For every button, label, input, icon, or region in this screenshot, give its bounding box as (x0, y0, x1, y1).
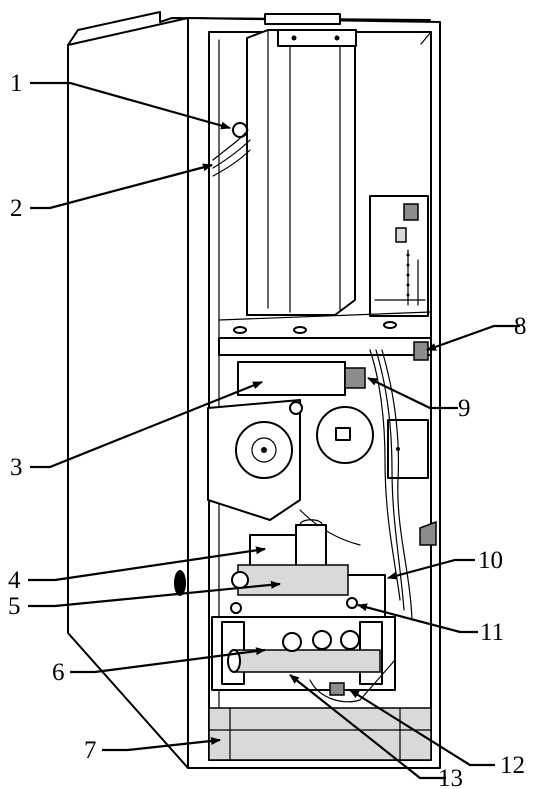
callout-2: 2 (10, 195, 23, 222)
leader-8 (426, 324, 520, 352)
callout-6: 6 (52, 659, 65, 686)
leader-lines (28, 81, 520, 780)
callout-8: 8 (514, 313, 527, 340)
right-grommet (419, 520, 437, 546)
door-switch (413, 341, 429, 361)
callout-12: 12 (500, 752, 525, 779)
callout-11: 11 (480, 619, 504, 646)
bottom-panel (208, 707, 432, 761)
gas-valve (230, 519, 386, 691)
callout-labels: 1 2 3 4 5 6 7 8 9 10 11 12 13 (8, 70, 527, 789)
partition-panel (218, 311, 432, 356)
leader-1 (30, 81, 231, 130)
callout-9: 9 (458, 395, 471, 422)
callout-5: 5 (8, 593, 21, 620)
callout-13: 13 (438, 765, 463, 789)
pressure-switch (316, 406, 429, 479)
callout-1: 1 (10, 70, 23, 97)
cabinet-left-side-panel (67, 17, 189, 769)
burner-assembly (211, 616, 396, 703)
leader-13 (289, 674, 446, 780)
leader-4 (28, 546, 266, 582)
leader-6 (70, 647, 266, 674)
leader-9 (367, 377, 458, 410)
burner-manifold (233, 649, 381, 673)
leader-3 (30, 380, 263, 469)
callout-4: 4 (8, 567, 21, 594)
flue-bracket (277, 29, 357, 47)
limit-switch-wiring (212, 122, 251, 177)
heat-exchanger (246, 13, 357, 316)
callout-7: 7 (84, 737, 97, 764)
callout-3: 3 (10, 454, 23, 481)
inducer-assembly (207, 361, 366, 521)
heat-exchanger-body (246, 29, 356, 316)
leader-2 (30, 163, 213, 210)
leader-7 (102, 736, 221, 752)
callout-10: 10 (478, 547, 503, 574)
leader-12 (349, 689, 495, 767)
leader-10 (387, 558, 475, 580)
leader-5 (28, 580, 281, 608)
side-knockout (174, 570, 186, 596)
leader-11 (357, 603, 478, 634)
wiring-harness (299, 349, 413, 621)
flue-collar (264, 13, 341, 25)
junction-box (387, 419, 429, 479)
control-board (369, 195, 429, 317)
